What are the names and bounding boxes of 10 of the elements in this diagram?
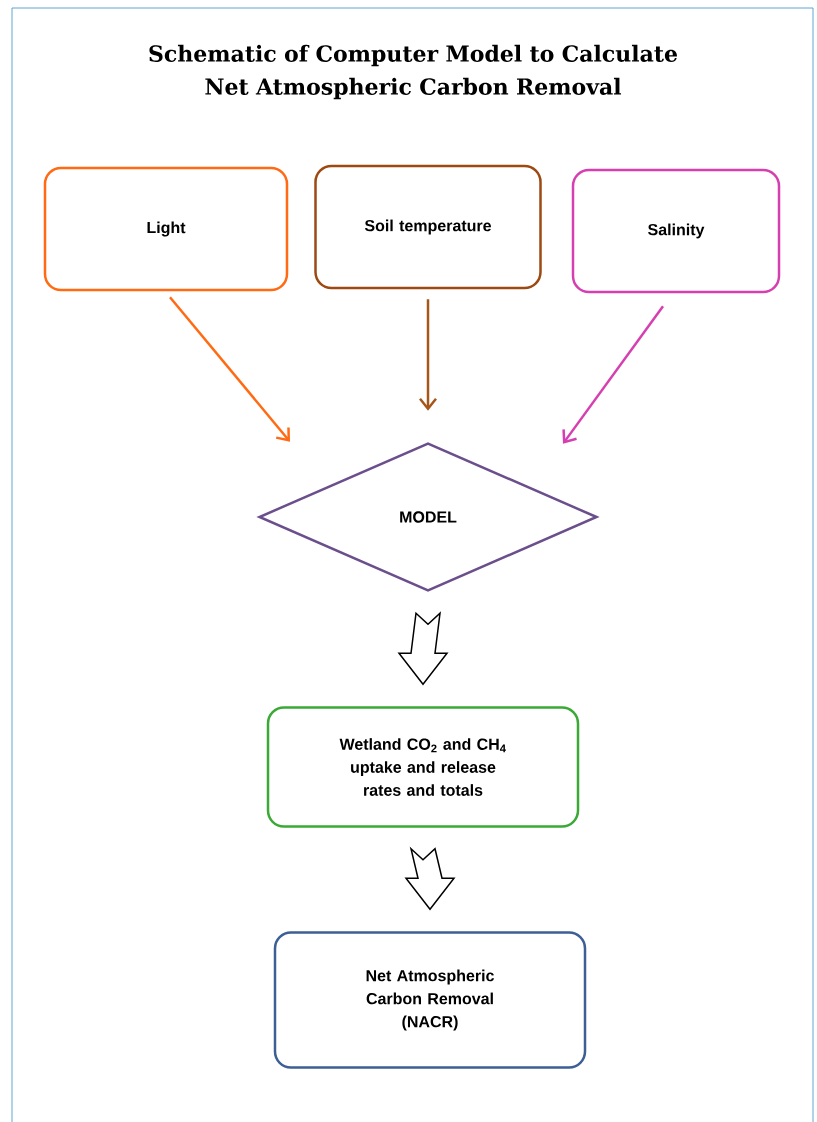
block-arrow [397, 611, 449, 686]
arrow [169, 296, 290, 442]
arrow [419, 299, 437, 411]
input-box: Salinity [571, 168, 781, 294]
input-box: Soil temperature [314, 164, 542, 290]
output-box: Wetland CO$_{2}$ and CH$_{4}$ uptake and release rates and totals [266, 706, 580, 828]
result-box: Net Atmospheric Carbon Removal (NACR) [273, 931, 587, 1069]
title: Schematic of Computer Model to Calculate Net Atmospheric Carbon Removal [149, 44, 677, 100]
arrow [562, 305, 664, 444]
input-box: Light [43, 166, 289, 292]
